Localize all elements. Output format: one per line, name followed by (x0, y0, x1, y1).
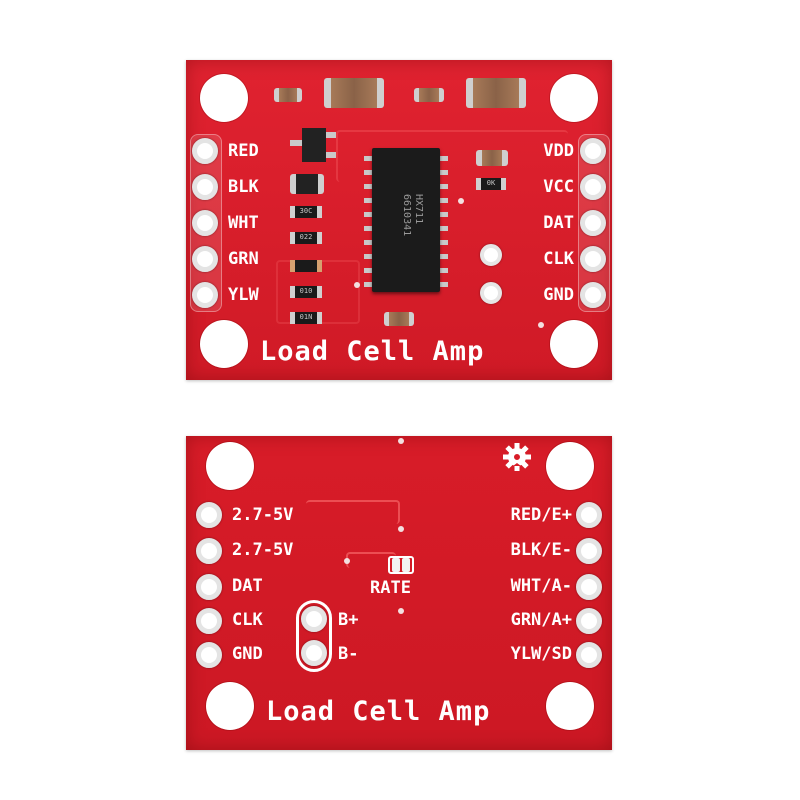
pin-pad-grn (192, 246, 218, 272)
pin-label-blk: BLK (228, 177, 259, 197)
pin-pad-blk (192, 174, 218, 200)
mounting-hole (550, 74, 598, 122)
pcb-bottom-side: 2.7-5V 2.7-5V DAT CLK GND RED/E+ BLK/E- … (186, 436, 612, 750)
channel-b-minus-label: B- (338, 644, 359, 664)
mounting-hole (200, 320, 248, 368)
via (344, 558, 350, 564)
pin-pad-red (192, 138, 218, 164)
pin-pad-wht (192, 210, 218, 236)
pin-label-ylw-sd: YLW/SD (510, 644, 572, 664)
sparkfun-gear-logo-icon (503, 443, 531, 471)
resistor: 30C (290, 206, 322, 218)
chip-marking-line1: HX711 (413, 194, 424, 225)
rate-label: RATE (370, 578, 411, 598)
pin-label-dat: DAT (232, 576, 263, 596)
pcb-trace (336, 130, 568, 182)
pin-label-ylw: YLW (228, 285, 259, 305)
transistor (302, 128, 326, 162)
pin-label-wht: WHT (228, 213, 259, 233)
pcb-top-side: RED BLK WHT GRN YLW VDD VCC DAT CLK GND (186, 60, 612, 380)
jumper-pad (392, 558, 400, 572)
pin-pad-ylw (192, 282, 218, 308)
via (354, 282, 360, 288)
capacitor (476, 150, 508, 166)
pin-label-grn-a-plus: GRN/A+ (510, 610, 572, 630)
via (538, 322, 544, 328)
pin-pad-dat (580, 210, 606, 236)
pin-pad (196, 574, 222, 600)
test-via (480, 244, 502, 266)
pin-pad (576, 608, 602, 634)
pin-label-clk: CLK (543, 249, 574, 269)
capacitor (274, 88, 302, 102)
pin-pad (196, 608, 222, 634)
pin-pad (576, 538, 602, 564)
resistor: 010 (290, 286, 322, 298)
pin-label-dat: DAT (543, 213, 574, 233)
mounting-hole (546, 442, 594, 490)
via (398, 526, 404, 532)
capacitor (466, 78, 526, 108)
pin-pad (196, 502, 222, 528)
pin-label-vdd: VDD (543, 141, 574, 161)
pin-label-vin-2: 2.7-5V (232, 540, 294, 560)
pin-pad (576, 574, 602, 600)
via (398, 438, 404, 444)
channel-b-outline (296, 600, 332, 672)
pin-label-gnd: GND (543, 285, 574, 305)
pin-pad (196, 538, 222, 564)
rate-jumper (388, 556, 414, 574)
mounting-hole (546, 682, 594, 730)
board-title-top: Load Cell Amp (260, 336, 485, 367)
capacitor (384, 312, 414, 326)
pin-pad (576, 502, 602, 528)
pin-label-grn: GRN (228, 249, 259, 269)
pin-label-vin-1: 2.7-5V (232, 505, 294, 525)
pin-label-blk-e-minus: BLK/E- (510, 540, 572, 560)
test-via (480, 282, 502, 304)
pin-pad (576, 642, 602, 668)
pin-pad-gnd (580, 282, 606, 308)
jumper-pad (402, 558, 410, 572)
mounting-hole (206, 682, 254, 730)
resistor: 01N (290, 312, 322, 324)
via (458, 198, 464, 204)
channel-b-plus-pad (301, 606, 327, 632)
chip-marking-line2: 6610341 (401, 194, 413, 237)
pin-label-red: RED (228, 141, 259, 161)
board-title-bottom: Load Cell Amp (266, 696, 491, 727)
pin-label-vcc: VCC (543, 177, 574, 197)
resistor: 022 (290, 232, 322, 244)
channel-b-minus-pad (301, 640, 327, 666)
via (398, 608, 404, 614)
pin-pad-vcc (580, 174, 606, 200)
mounting-hole (206, 442, 254, 490)
capacitor (324, 78, 384, 108)
mounting-hole (550, 320, 598, 368)
resistor (290, 260, 322, 272)
capacitor (414, 88, 444, 102)
pin-label-gnd: GND (232, 644, 263, 664)
capacitor (290, 174, 324, 194)
pin-label-clk: CLK (232, 610, 263, 630)
pin-label-wht-a-minus: WHT/A- (510, 576, 572, 596)
resistor: 0K (476, 178, 506, 190)
channel-b-plus-label: B+ (338, 610, 359, 630)
mounting-hole (200, 74, 248, 122)
pin-label-red-e-plus: RED/E+ (510, 505, 572, 525)
pcb-trace (306, 500, 400, 524)
pin-pad (196, 642, 222, 668)
pin-pad-vdd (580, 138, 606, 164)
pin-pad-clk (580, 246, 606, 272)
